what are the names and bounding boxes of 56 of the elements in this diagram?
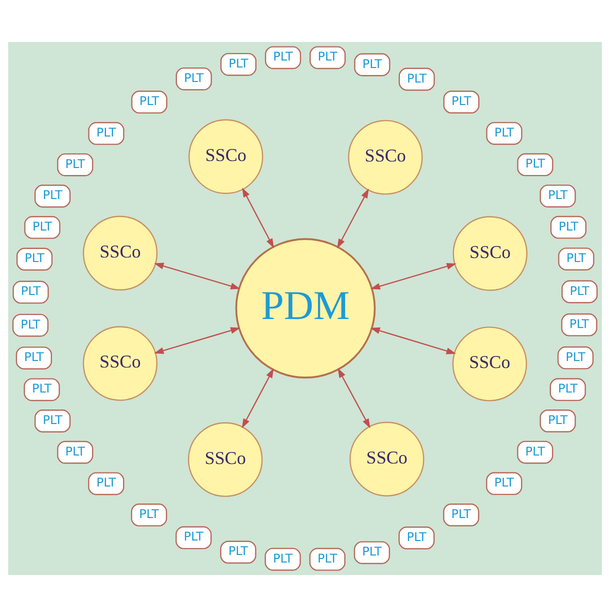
node-circle: SSCo [188,422,263,496]
node-box: PLT [24,216,60,238]
node-circle: SSCo [452,216,528,290]
node-box: PLT [354,540,390,564]
arrow [242,368,274,428]
node-box: PLT [57,152,94,176]
arrow [337,188,369,248]
node-box: PLT [398,526,435,549]
arrow [154,262,240,289]
node-box: PLT [264,547,301,570]
node-box: PLT [540,409,576,432]
node-box: PLT [443,502,480,526]
node-box: PLT [12,280,49,304]
node-box: PLT [130,503,168,526]
node-circle: SSCo [350,421,424,496]
node-box: PLT [561,312,598,336]
node-circle: SSCo [82,326,158,400]
node-circle: SSCo [188,118,264,194]
node-box: PLT [443,90,480,113]
node-box: PLT [517,440,554,464]
arrow [370,326,456,354]
node-box: PLT [176,526,212,549]
node-box: PLT [398,67,435,90]
node-box: PLT [557,346,594,369]
node-box: PLT [540,184,576,207]
node-box: PLT [88,122,124,144]
node-box: PLT [131,90,168,114]
node-box: PLT [16,247,53,270]
node-box: PLT [176,66,212,90]
arrow [370,262,456,290]
node-box: PLT [558,247,594,270]
node-box: PLT [310,46,346,69]
node-box: PLT [264,46,302,69]
node-box: PLT [24,378,60,401]
node-box: PLT [88,472,124,495]
node-circle: SSCo [452,326,528,401]
node-box: PLT [354,52,390,76]
node-box: PLT [16,346,52,369]
node-box: PLT [57,440,94,464]
node-box: PLT [34,409,71,432]
node-box: PLT [34,184,71,208]
node-box: PLT [12,313,49,336]
node-box: PLT [220,540,256,564]
node-box: PLT [550,215,586,238]
node-box: PLT [550,378,586,401]
arrow [242,187,274,248]
node-box: PLT [486,121,522,144]
node-box: PLT [486,472,522,495]
node-circle: SSCo [348,119,423,194]
node-circle: SSCo [82,215,158,290]
node-box: PLT [309,547,346,570]
node-box: PLT [561,280,598,303]
node-box: PLT [517,152,554,176]
node-box: PLT [220,52,256,76]
arrow [338,368,370,428]
arrow [154,326,240,354]
